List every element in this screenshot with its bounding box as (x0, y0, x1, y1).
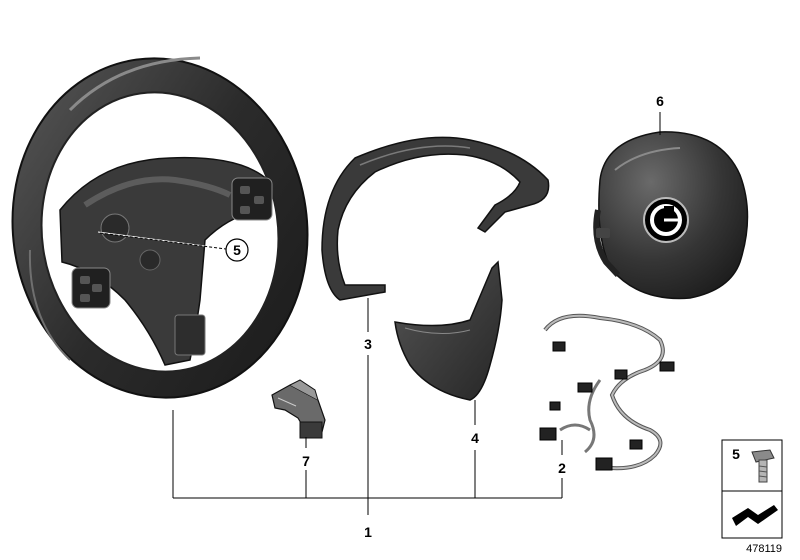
callout-1: 1 (364, 524, 372, 540)
connector-module (271, 379, 326, 439)
callout-2: 2 (558, 460, 566, 476)
callout-circle (225, 238, 249, 262)
legend-callout-5: 5 (732, 446, 740, 462)
callout-3: 3 (364, 336, 372, 352)
leader-lines (172, 112, 661, 515)
steering-wheel (11, 56, 309, 399)
legend-box: 5 (721, 439, 783, 539)
screw-icon (751, 449, 775, 483)
airbag-module (593, 131, 749, 300)
trim-bezel (321, 136, 550, 301)
lower-trim-cover (394, 260, 503, 401)
callout-4: 4 (471, 430, 479, 446)
callout-7: 7 (302, 453, 310, 469)
wiring-harness (539, 313, 675, 471)
reference-number: 478119 (746, 543, 782, 555)
callout-inline-5: 5 (233, 242, 241, 258)
bracket-symbol-icon (732, 505, 778, 526)
callout-6: 6 (656, 93, 664, 109)
